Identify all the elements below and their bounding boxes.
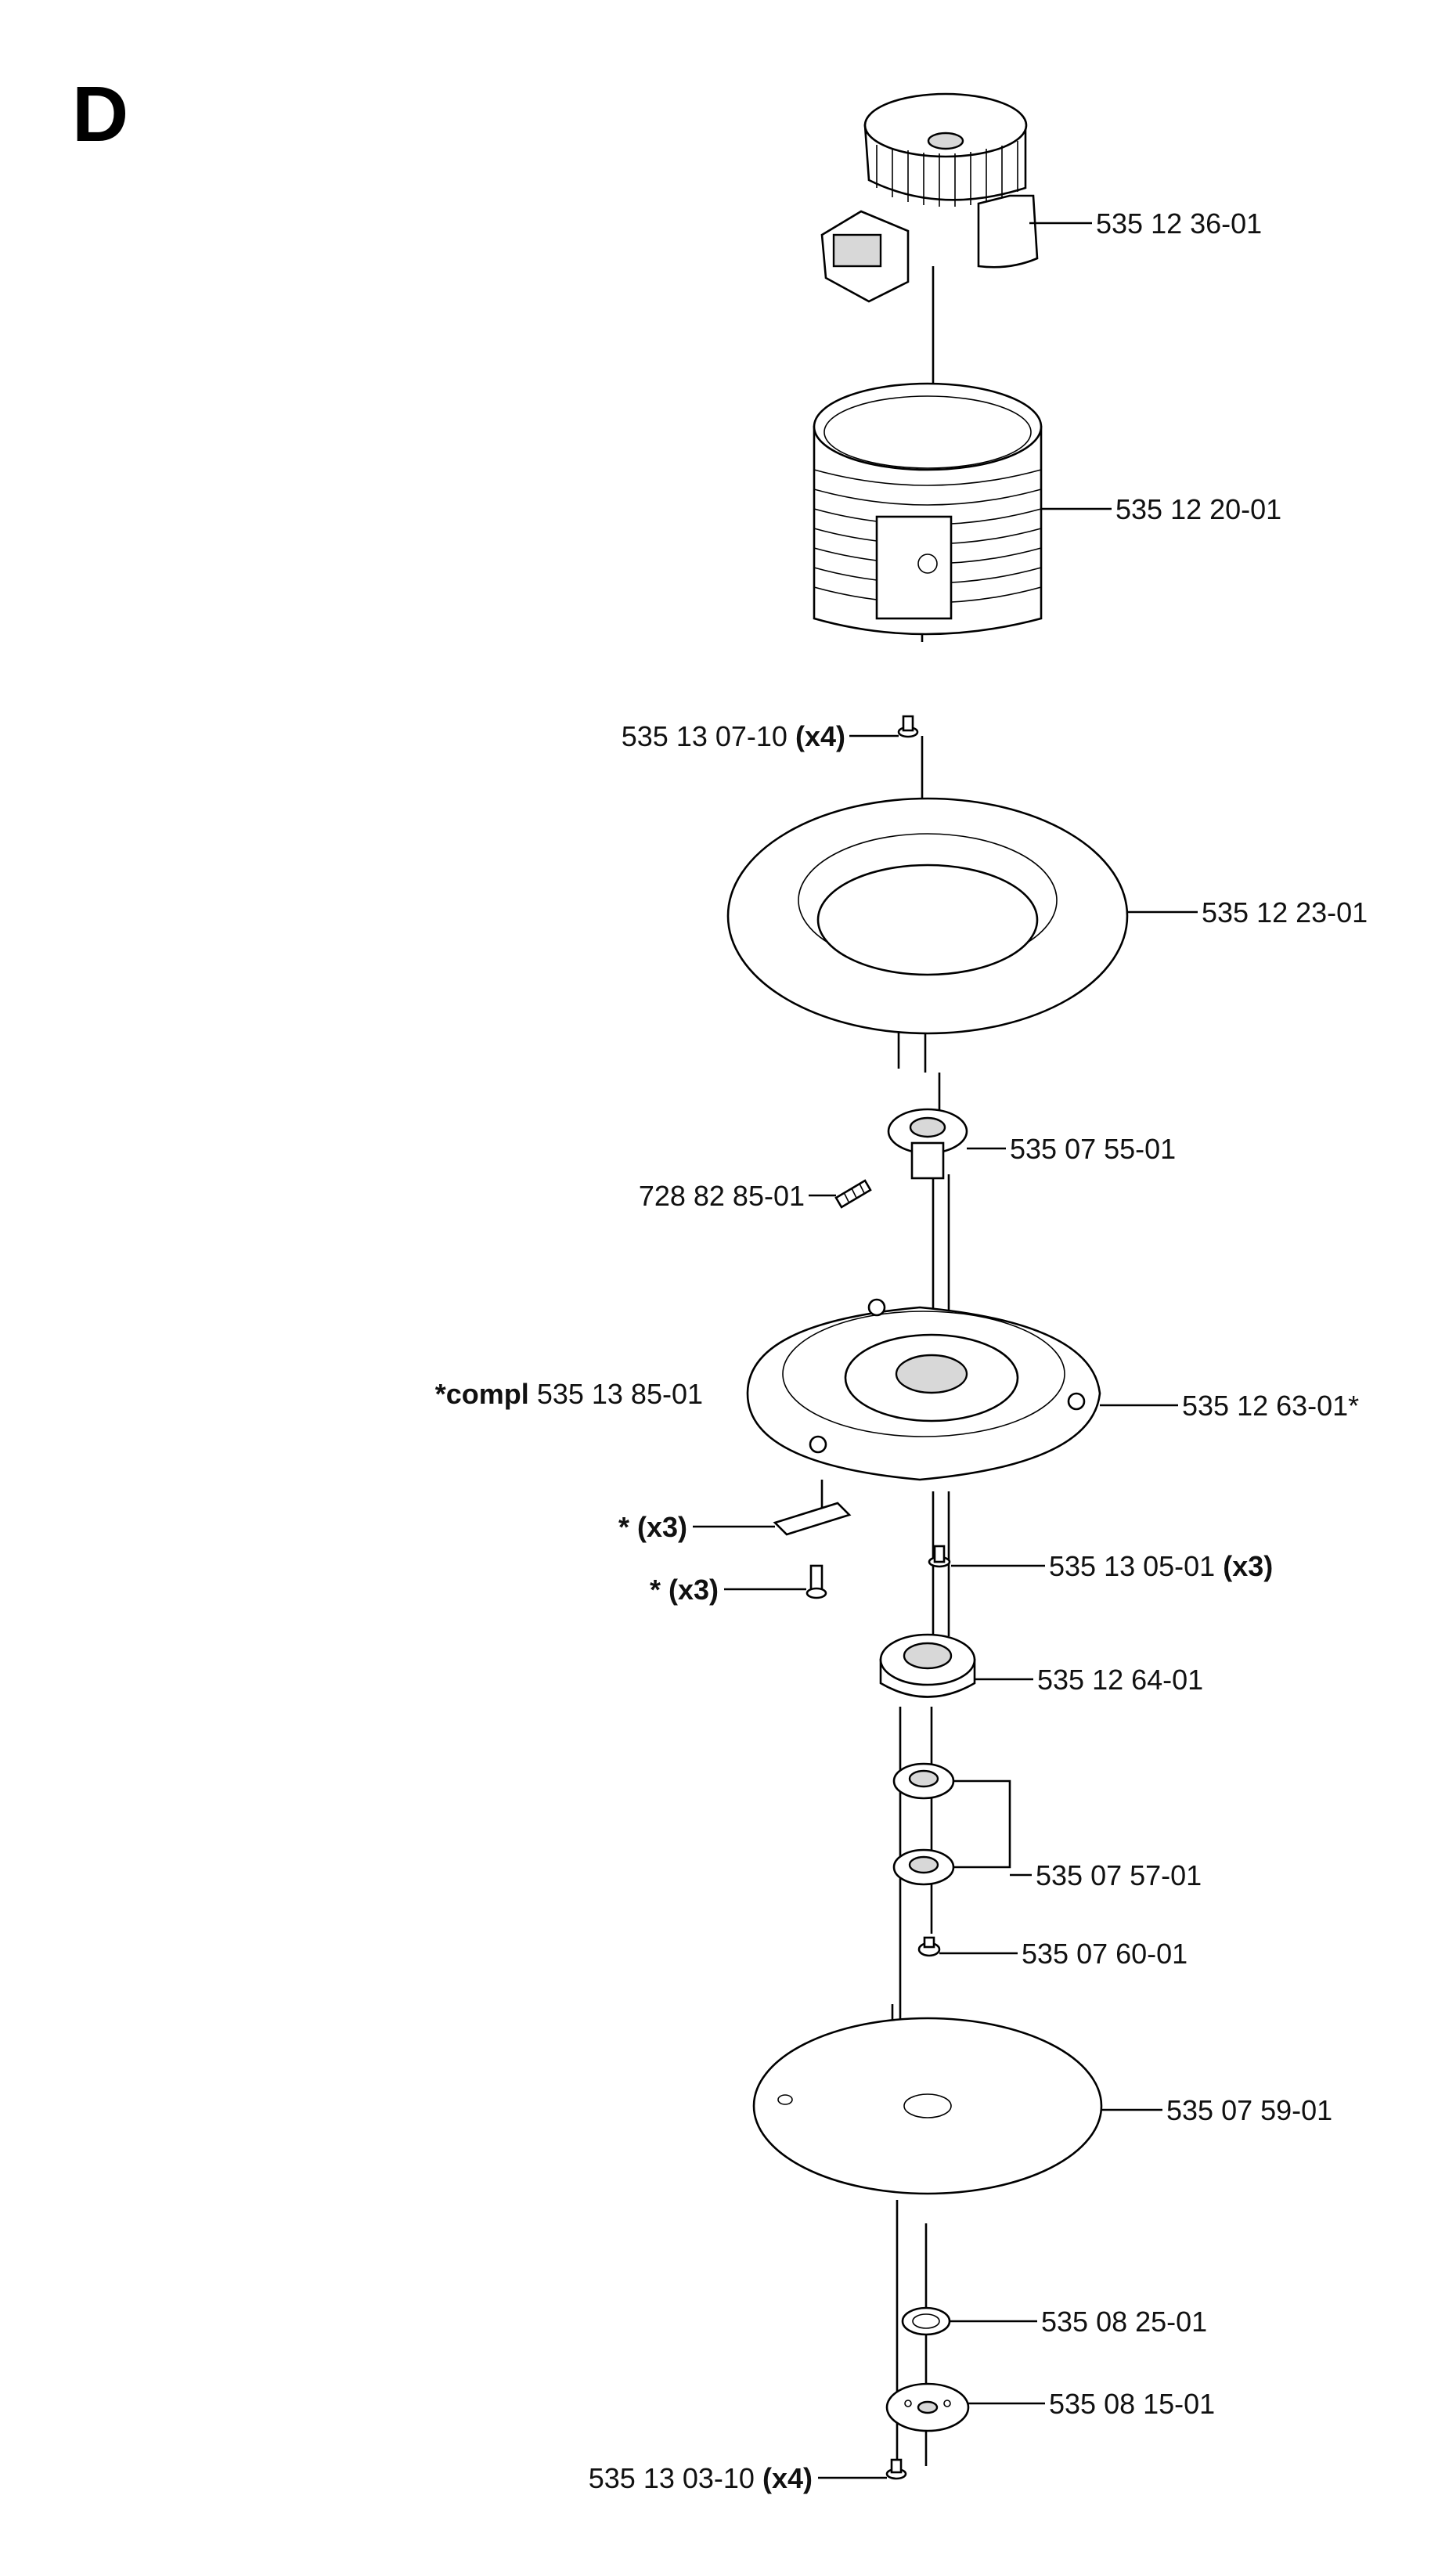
- label-hub: 535 07 55-01: [1010, 1133, 1176, 1165]
- label-motor: 535 12 36-01: [1096, 207, 1262, 240]
- hub-part: [887, 1108, 968, 1180]
- label-cover-ring: 535 12 23-01: [1202, 896, 1368, 928]
- blade-screw-part: [805, 1564, 827, 1599]
- label-blade: * (x3): [618, 1511, 687, 1543]
- blade-part: [773, 1502, 852, 1536]
- label-screw-mid: 535 13 05-01 (x3): [1049, 1550, 1273, 1582]
- bearing-holder-part: [879, 1633, 976, 1698]
- label-bearings: 535 07 57-01: [1036, 1859, 1202, 1891]
- blade-plate-part: [746, 1298, 1101, 1481]
- label-blade-screw: * (x3): [650, 1574, 719, 1606]
- label-washer: 535 08 25-01: [1041, 2306, 1207, 2338]
- flange-part: [885, 2382, 970, 2432]
- label-screw-bottom: 535 13 03-10 (x4): [589, 2462, 813, 2494]
- screw-top-part: [897, 715, 919, 738]
- bearings-part: [892, 1762, 955, 1886]
- screw-mid-part: [928, 1545, 951, 1568]
- label-compl: *compl 535 13 85-01: [435, 1378, 703, 1410]
- label-skid-plate: 535 07 59-01: [1166, 2094, 1332, 2126]
- label-flange: 535 08 15-01: [1049, 2388, 1215, 2420]
- cover-ring-part: [726, 797, 1129, 1035]
- label-nut: 535 07 60-01: [1022, 1938, 1188, 1970]
- nut-part: [917, 1936, 941, 1957]
- setscrew-part: [834, 1179, 872, 1209]
- section-letter: D: [72, 70, 128, 158]
- label-housing: 535 12 20-01: [1115, 493, 1281, 525]
- label-setscrew: 728 82 85-01: [639, 1180, 805, 1212]
- screw-bottom-part: [885, 2458, 907, 2480]
- part-labels: 535 12 36-01 535 12 20-01 535 13 07-10 (…: [435, 207, 1368, 2494]
- leader-lines: [693, 222, 1198, 2479]
- skid-plate-part: [752, 2017, 1103, 2195]
- housing-part: [813, 382, 1043, 636]
- label-blade-plate: 535 12 63-01*: [1182, 1390, 1359, 1422]
- label-screw-top: 535 13 07-10 (x4): [622, 720, 845, 752]
- motor-part: [820, 92, 1039, 303]
- washer-part: [901, 2306, 951, 2336]
- label-bearing-holder: 535 12 64-01: [1037, 1664, 1203, 1696]
